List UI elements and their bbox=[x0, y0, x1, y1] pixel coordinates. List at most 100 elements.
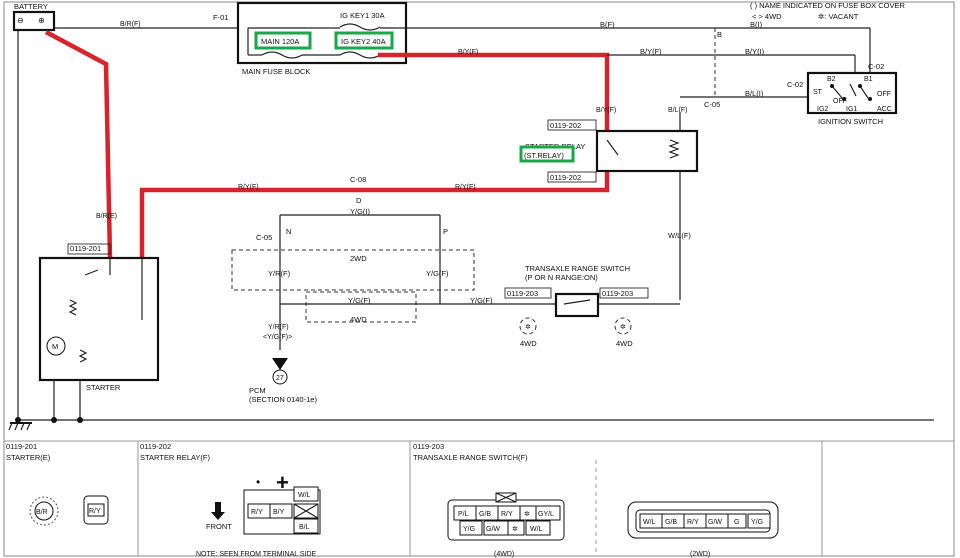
wire-label-b-f: B(F) bbox=[600, 20, 615, 29]
svg-text:✲: ✲ bbox=[512, 525, 518, 533]
panel1-title: STARTER(E) bbox=[6, 453, 51, 462]
connector-c02-b: C-02 bbox=[787, 80, 803, 89]
highlight-igkey2-relay-starter bbox=[139, 52, 610, 258]
st-relay-callout bbox=[519, 145, 575, 163]
connector-0119-203-a: 0119-203 bbox=[507, 289, 538, 298]
legend-line3: ✲: VACANT bbox=[818, 12, 859, 21]
plus-icon: + bbox=[276, 470, 289, 495]
front-arrow-icon bbox=[211, 502, 225, 520]
wire-label-br: B/R(F) bbox=[120, 21, 141, 28]
panel2-front: FRONT bbox=[206, 522, 232, 531]
trs-4wd-pins: P/L G/B R/Y ✲ GY/L Y/G G/W ✲ W/L bbox=[453, 505, 561, 536]
wire-label-pcm-a: Y/R(F) bbox=[268, 324, 289, 331]
svg-text:R/Y: R/Y bbox=[687, 519, 699, 526]
connector-b: B bbox=[717, 30, 722, 39]
svg-text:W/L: W/L bbox=[530, 526, 543, 533]
wire-label-bl-i: B/L(I) bbox=[745, 89, 764, 98]
starter-solenoid-icon bbox=[68, 299, 78, 316]
connector-d: D bbox=[356, 196, 362, 205]
ig-ig2: IG2 bbox=[817, 106, 828, 113]
panel2-pin-ry: R/Y bbox=[251, 509, 263, 516]
connector-c08: C-08 bbox=[350, 175, 366, 184]
relay-coil-icon bbox=[668, 139, 680, 159]
battery-minus-icon: ⊖ bbox=[17, 16, 24, 25]
wire-label-pcm-b: <Y/G(F)> bbox=[263, 334, 292, 341]
panel2-title: STARTER RELAY(F) bbox=[140, 453, 211, 462]
wire-label-yg-i: Y/G(I) bbox=[350, 207, 371, 216]
trs-2wd-pins: W/L G/B R/Y G/W G Y/G bbox=[639, 513, 771, 529]
connector-0119-202-b: 0119-202 bbox=[550, 173, 581, 182]
svg-text:Y/G: Y/G bbox=[463, 526, 475, 533]
svg-text:G/B: G/B bbox=[665, 519, 677, 526]
wire-label-br-e: B/R(E) bbox=[96, 213, 117, 220]
panel3-4wd-label: (4WD) bbox=[494, 551, 514, 558]
wire-label-ry-2: R/Y(F) bbox=[455, 184, 476, 191]
wire-label-yg-f-1: Y/G(F) bbox=[426, 269, 449, 278]
connector-0119-201: 0119-201 bbox=[70, 244, 101, 253]
battery-box bbox=[12, 10, 56, 32]
starter-relay-box bbox=[595, 129, 699, 173]
svg-text:G/W: G/W bbox=[708, 519, 722, 526]
wire-label-wl-f: W/L(F) bbox=[668, 231, 691, 240]
main-fuse-label: MAIN 120A bbox=[261, 37, 299, 46]
trs-switch-icon bbox=[563, 299, 591, 305]
wire-label-yr-f: Y/R(F) bbox=[268, 269, 291, 278]
svg-text:✲: ✲ bbox=[620, 323, 626, 331]
main-fuse-block-label: MAIN FUSE BLOCK bbox=[242, 67, 310, 76]
ig-b2: B2 bbox=[827, 76, 836, 83]
trs-box bbox=[554, 292, 600, 318]
ig-key2-label: IG KEY2 40A bbox=[341, 37, 386, 46]
connector-c02-a: C-02 bbox=[868, 62, 884, 71]
ignition-switch-label: IGNITION SWITCH bbox=[818, 117, 883, 126]
battery-label: BATTERY bbox=[14, 2, 48, 11]
wire-label-by-i: B/Y(I) bbox=[745, 47, 765, 56]
wire-label-by-f-2: B/Y(F) bbox=[640, 47, 662, 56]
wire-label-ry-1: R/Y(F) bbox=[238, 184, 259, 191]
panel2-pin-by: B/Y bbox=[273, 509, 285, 516]
ig-acc: ACC bbox=[877, 106, 892, 113]
st-relay-label: (ST.RELAY) bbox=[524, 151, 564, 160]
four-wd-b-label: 4WD bbox=[616, 339, 633, 348]
ig-key1-fuse-icon bbox=[339, 23, 381, 31]
starter-box bbox=[38, 256, 160, 382]
panel2-pin-bl: B/L bbox=[299, 524, 310, 531]
pcm-arrow-icon bbox=[272, 358, 288, 370]
starter-label: STARTER bbox=[86, 383, 121, 392]
svg-text:W/L: W/L bbox=[643, 519, 656, 526]
pcm-pin: 27 bbox=[276, 375, 284, 382]
ig-off2: OFF bbox=[877, 91, 891, 98]
four-wd-pin-b-icon bbox=[614, 317, 632, 335]
pcm-pin-icon bbox=[272, 369, 288, 385]
wire-label-by-f-3: B/Y(F) bbox=[596, 107, 616, 114]
ig-key2-callout bbox=[334, 31, 394, 50]
panel1-code: 0119-201 bbox=[6, 442, 37, 451]
minus-icon: • bbox=[256, 475, 260, 489]
battery-plus-icon: ⊕ bbox=[38, 16, 45, 25]
motor-icon bbox=[46, 336, 66, 356]
wire-label-yg-f-2: Y/G(F) bbox=[348, 296, 371, 305]
starter-contact-icon bbox=[84, 269, 99, 276]
trs-sub-label: (P OR N RANGE:ON) bbox=[525, 273, 598, 282]
connector-0119-203-b: 0119-203 bbox=[602, 289, 633, 298]
panel3-2wd-label: (2WD) bbox=[690, 551, 710, 558]
connector-c05-b: C-05 bbox=[256, 233, 272, 242]
panel1-pin2: R/Y bbox=[89, 508, 101, 515]
ig-key1-label: IG KEY1 30A bbox=[340, 11, 385, 20]
panel2-code: 0119-202 bbox=[140, 442, 171, 451]
svg-text:✲: ✲ bbox=[524, 510, 530, 518]
svg-text:Y/G: Y/G bbox=[751, 519, 763, 526]
svg-text:M: M bbox=[52, 342, 58, 351]
connector-n: N bbox=[286, 227, 291, 236]
pcm-section: (SECTION 0140-1e) bbox=[249, 395, 317, 404]
ignition-contacts-icon bbox=[831, 83, 869, 99]
svg-text:G: G bbox=[734, 519, 739, 526]
trs-label: TRANSAXLE RANGE SWITCH bbox=[525, 264, 630, 273]
pcm-label: PCM bbox=[249, 386, 266, 395]
panel1-pin: B/R bbox=[36, 509, 48, 516]
svg-text:R/Y: R/Y bbox=[501, 511, 513, 518]
connector-c05-a: C-05 bbox=[704, 100, 720, 109]
main-fuse-icon bbox=[261, 51, 303, 59]
svg-text:GY/L: GY/L bbox=[538, 511, 554, 518]
svg-text:P/L: P/L bbox=[458, 511, 469, 518]
